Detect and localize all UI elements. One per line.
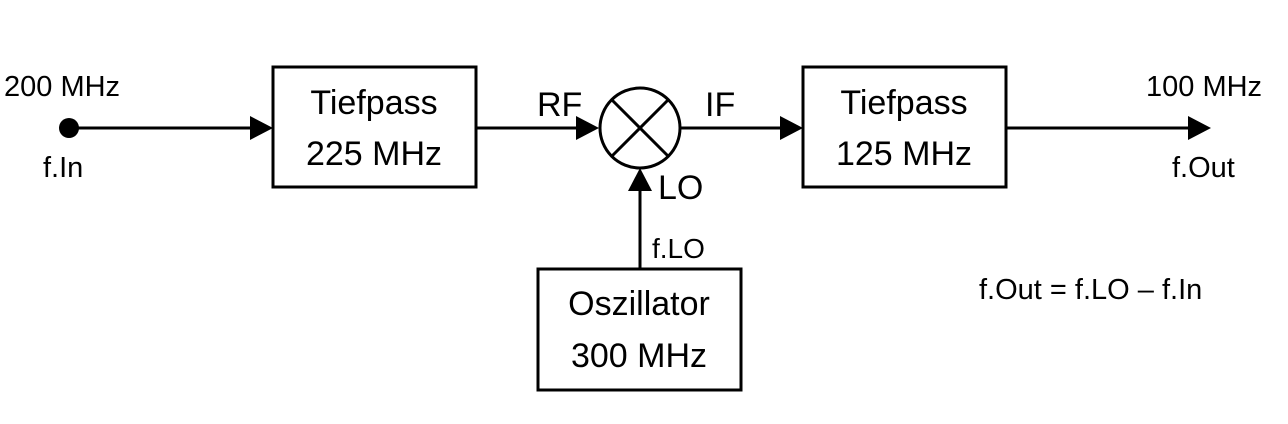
rf-arrowhead bbox=[576, 116, 599, 140]
if-arrowhead bbox=[780, 116, 803, 140]
lowpass-filter-125-title: Tiefpass bbox=[840, 84, 967, 122]
input-frequency-label: 200 MHz bbox=[4, 71, 120, 103]
oscillator-frequency: 300 MHz bbox=[571, 337, 707, 375]
lo-signal-name: f.LO bbox=[652, 233, 705, 264]
lowpass-filter-125-frequency: 125 MHz bbox=[836, 135, 972, 173]
output-name-label: f.Out bbox=[1172, 152, 1235, 184]
oscillator-title: Oszillator bbox=[568, 285, 710, 323]
lo-arrowhead bbox=[628, 168, 652, 191]
lo-port-label: LO bbox=[658, 169, 703, 207]
output-frequency-label: 100 MHz bbox=[1146, 71, 1262, 103]
rf-port-label: RF bbox=[537, 86, 582, 124]
lowpass-filter-125-box bbox=[801, 65, 1008, 189]
frequency-formula: f.Out = f.LO – f.In bbox=[979, 274, 1202, 306]
lowpass-filter-225-title: Tiefpass bbox=[310, 84, 437, 122]
output-arrowhead bbox=[1188, 116, 1211, 140]
mixer-cross-line-2 bbox=[610, 98, 670, 158]
oscillator-box bbox=[536, 267, 743, 392]
lowpass-filter-225-frequency: 225 MHz bbox=[306, 135, 442, 173]
input-name-label: f.In bbox=[43, 152, 83, 184]
if-port-label: IF bbox=[705, 86, 735, 124]
input-arrowhead bbox=[250, 116, 273, 140]
lowpass-filter-225-box bbox=[271, 65, 478, 189]
